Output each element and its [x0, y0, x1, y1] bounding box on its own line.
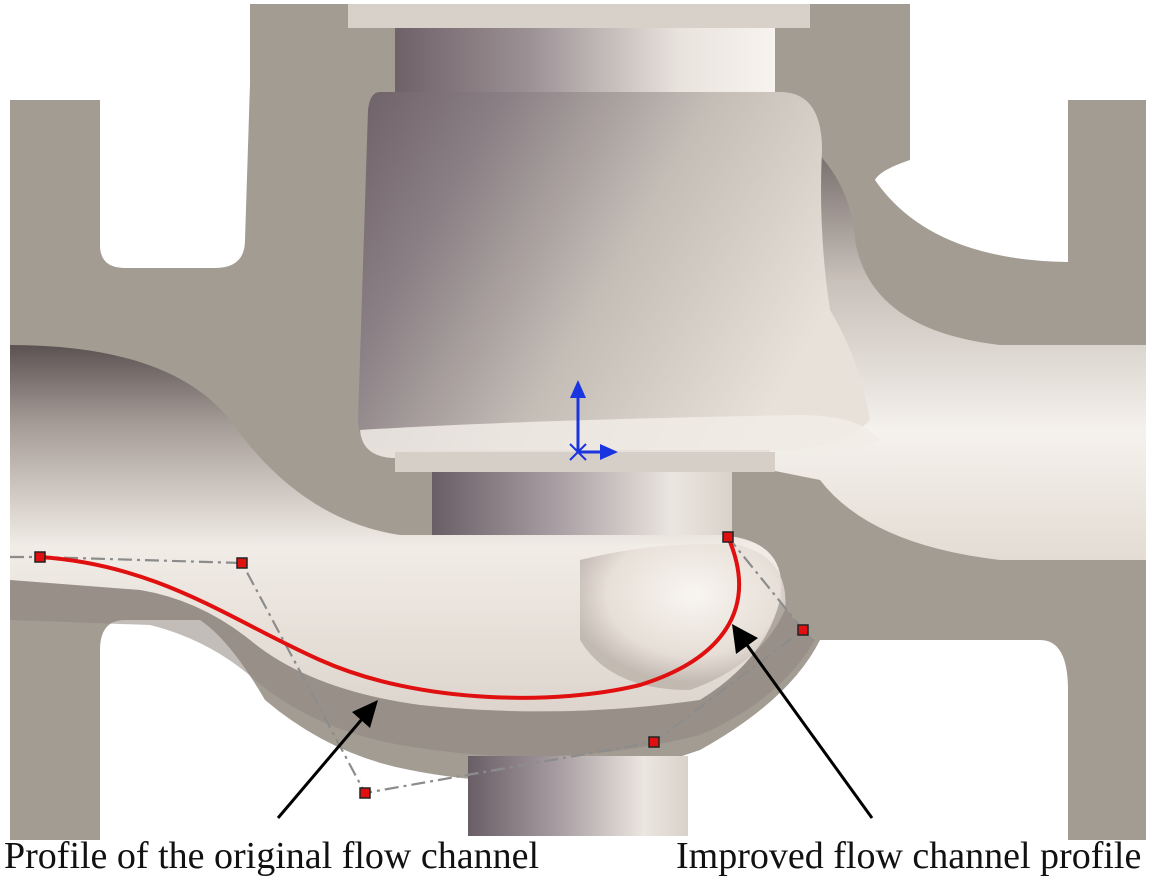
original-profile-label: Profile of the original flow channel: [4, 835, 540, 877]
valve-seat: [395, 452, 775, 542]
valve-disc: [358, 92, 870, 450]
valve-stem-upper: [348, 4, 810, 98]
improved-flow-channel-curve: [39, 536, 741, 700]
control-point-3: [359, 787, 371, 799]
valve-disc-highlight: [360, 415, 880, 458]
annotation-arrow-original: [276, 700, 378, 819]
improved-profile-label: Improved flow channel profile: [676, 835, 1142, 877]
control-points: [34, 531, 809, 799]
channel-lower-edge: [10, 580, 815, 757]
channel-bulb: [580, 544, 786, 690]
control-point-1: [34, 551, 46, 563]
control-point-4: [648, 736, 660, 748]
control-point-2: [236, 557, 248, 569]
annotation-arrow-improved: [732, 624, 874, 819]
outlet-flow-channel: [770, 130, 1146, 560]
control-point-6: [722, 531, 734, 543]
control-point-5: [797, 624, 809, 636]
coordinate-axes-icon: [569, 380, 618, 461]
